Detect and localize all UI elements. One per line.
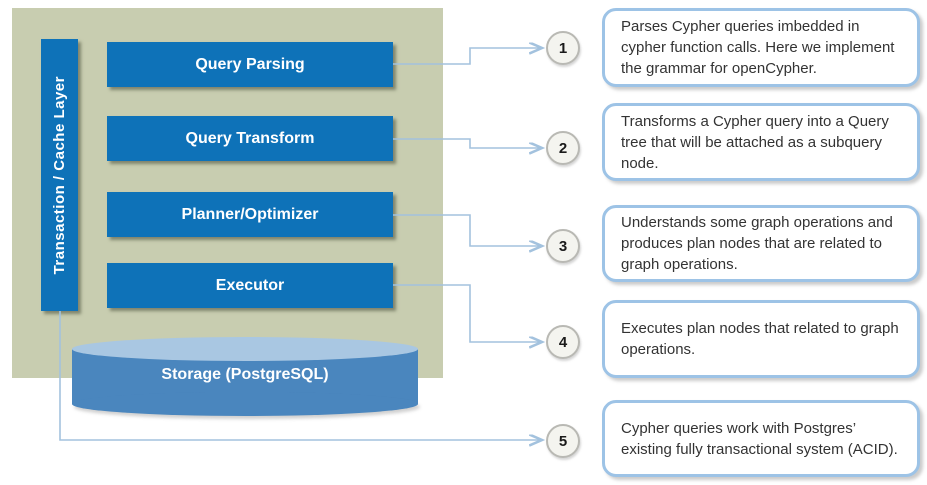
connector-line-4 (393, 284, 542, 342)
step-number-3: 3 (558, 237, 568, 255)
transaction-cache-layer-bar: Transaction / Cache Layer (41, 39, 78, 311)
step-number-4: 4 (558, 333, 568, 351)
connector-line-1 (393, 48, 542, 65)
callout-text-5: Cypher queries work with Postgres’ exist… (621, 419, 898, 458)
step-number-1: 1 (558, 39, 568, 57)
step-circle-2: 2 (546, 131, 580, 165)
callout-box-4: Executes plan nodes that related to grap… (602, 300, 920, 378)
callout-box-2: Transforms a Cypher query into a Query t… (602, 103, 920, 181)
step-circle-4: 4 (546, 325, 580, 359)
step-number-2: 2 (558, 139, 568, 157)
stage-box-query-transform: Query Transform (107, 116, 393, 161)
stage-label-executor: Executor (215, 276, 285, 294)
callout-text-1: Parses Cypher queries imbedded in cypher… (621, 18, 895, 77)
callout-box-1: Parses Cypher queries imbedded in cypher… (602, 8, 920, 87)
step-number-5: 5 (558, 432, 568, 450)
storage-cylinder-bottom (72, 392, 418, 416)
connector-line-5 (59, 311, 542, 440)
connector-line-3 (393, 214, 542, 246)
stage-box-executor: Executor (107, 263, 393, 308)
step-circle-1: 1 (546, 31, 580, 65)
callout-text-2: Transforms a Cypher query into a Query t… (621, 112, 889, 172)
step-circle-3: 3 (546, 229, 580, 263)
storage-cylinder-top (72, 337, 418, 361)
callout-text-4: Executes plan nodes that related to grap… (621, 320, 899, 358)
callout-box-5: Cypher queries work with Postgres’ exist… (602, 400, 920, 477)
stage-box-query-parsing: Query Parsing (107, 42, 393, 87)
callout-box-3: Understands some graph operations and pr… (602, 205, 920, 282)
callout-text-3: Understands some graph operations and pr… (621, 214, 893, 273)
stage-label-query-transform: Query Transform (185, 129, 315, 147)
stage-box-planner-optimizer: Planner/Optimizer (107, 192, 393, 237)
stage-label-query-parsing: Query Parsing (195, 55, 305, 73)
stage-label-planner-optimizer: Planner/Optimizer (181, 205, 319, 223)
step-circle-5: 5 (546, 424, 580, 458)
connector-line-2 (393, 138, 542, 148)
storage-label: Storage (PostgreSQL) (161, 366, 329, 383)
